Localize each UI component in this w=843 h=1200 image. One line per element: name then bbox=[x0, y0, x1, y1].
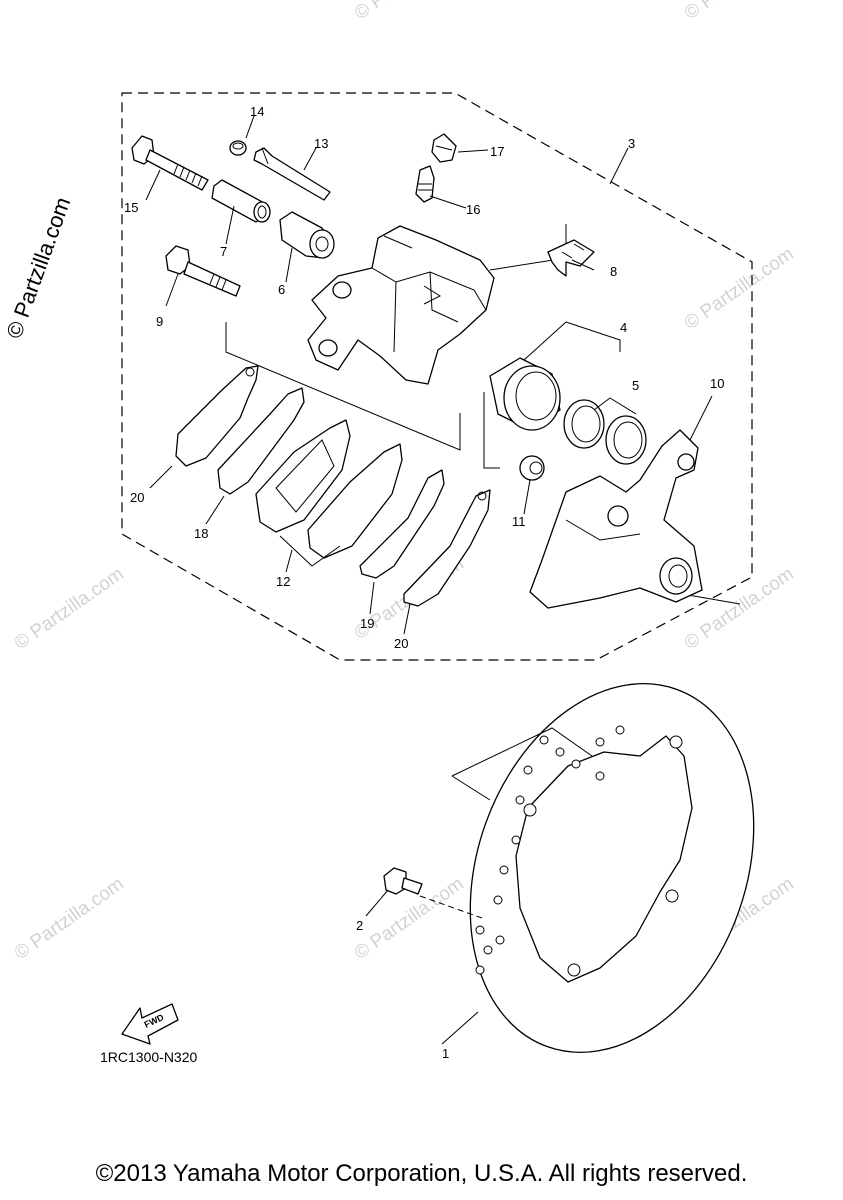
guide-line bbox=[419, 895, 483, 919]
part-18-shim bbox=[217, 387, 305, 495]
part-12-pad-right bbox=[307, 443, 403, 559]
callout-labels: 1 2 3 4 5 6 7 8 9 10 11 12 13 14 15 16 1… bbox=[124, 104, 724, 1061]
callout-14: 14 bbox=[250, 104, 264, 119]
part-20-shim-right bbox=[403, 489, 491, 607]
callout-2: 2 bbox=[356, 918, 363, 933]
callout-17: 17 bbox=[490, 144, 504, 159]
callout-4: 4 bbox=[620, 320, 627, 335]
part-14-cap bbox=[229, 140, 247, 156]
watermark: © Partzilla.com bbox=[351, 0, 468, 24]
callout-20: 20 bbox=[394, 636, 408, 651]
callout-9: 9 bbox=[156, 314, 163, 329]
guide-line bbox=[279, 535, 341, 567]
callout-6: 6 bbox=[278, 282, 285, 297]
callout-3: 3 bbox=[628, 136, 635, 151]
diagram-code: 1RC1300-N320 bbox=[100, 1049, 198, 1065]
part-10-bracket bbox=[529, 429, 703, 609]
watermark: © Partzilla.com bbox=[681, 0, 798, 24]
part-9-bolt bbox=[165, 245, 241, 297]
part-8-clip bbox=[547, 239, 595, 277]
watermark: © Partzilla.com bbox=[681, 243, 798, 334]
part-17-bleeder-cap bbox=[431, 133, 457, 163]
part-13-pin bbox=[253, 147, 331, 201]
part-3-caliper-body bbox=[307, 225, 495, 385]
guide-line bbox=[225, 322, 461, 451]
part-1-brake-disc bbox=[469, 683, 755, 1053]
callout-20: 20 bbox=[130, 490, 144, 505]
guide-line bbox=[451, 775, 491, 801]
part-19-shim bbox=[359, 469, 445, 579]
guide-line bbox=[483, 392, 500, 469]
fwd-arrow-icon: FWD bbox=[121, 1003, 179, 1045]
watermark: © Partzilla.com bbox=[11, 873, 128, 964]
callout-16: 16 bbox=[466, 202, 480, 217]
guide-line bbox=[451, 727, 593, 777]
callout-5: 5 bbox=[632, 378, 639, 393]
callout-19: 19 bbox=[360, 616, 374, 631]
callout-13: 13 bbox=[314, 136, 328, 151]
callout-18: 18 bbox=[194, 526, 208, 541]
part-11-bushing bbox=[519, 455, 545, 481]
part-4-piston bbox=[489, 357, 561, 431]
brand-watermark: © Partzilla.com bbox=[1, 194, 75, 342]
part-6-boot bbox=[279, 211, 335, 259]
leader-lines bbox=[145, 115, 713, 1045]
callout-11: 11 bbox=[512, 514, 526, 529]
callout-8: 8 bbox=[610, 264, 617, 279]
callout-15: 15 bbox=[124, 200, 138, 215]
part-12-pad-left bbox=[255, 419, 351, 533]
caliper-assembly-boundary bbox=[121, 92, 753, 661]
copyright-notice: ©2013 Yamaha Motor Corporation, U.S.A. A… bbox=[95, 1160, 748, 1187]
part-20-shim-left bbox=[175, 365, 259, 467]
callout-12: 12 bbox=[276, 574, 290, 589]
part-7-sleeve bbox=[211, 179, 271, 223]
part-16-bleeder-valve bbox=[415, 165, 435, 203]
part-15-bolt bbox=[131, 135, 209, 191]
part-5-seals bbox=[563, 399, 647, 465]
callout-1: 1 bbox=[442, 1046, 449, 1061]
callout-7: 7 bbox=[220, 244, 227, 259]
part-2-disc-bolt bbox=[383, 867, 423, 895]
callout-10: 10 bbox=[710, 376, 724, 391]
watermark: © Partzilla.com bbox=[11, 563, 128, 654]
